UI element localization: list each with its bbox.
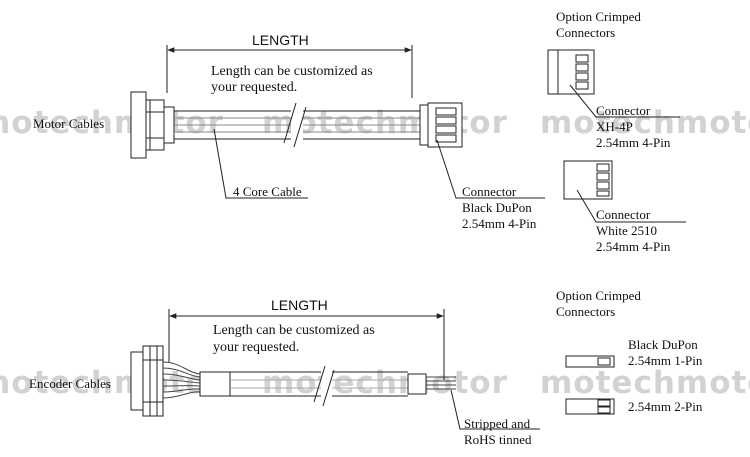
motor-core-label: 4 Core Cable [233, 184, 302, 199]
encoder-cable-label: Encoder Cables [29, 376, 111, 391]
watermark-text: motechmotor [0, 365, 224, 401]
encoder-option-2pin-spec: 2.54mm 2-Pin [628, 399, 703, 414]
encoder-cable-body [199, 365, 427, 407]
motor-option-a-type: XH-4P [596, 119, 633, 134]
motor-length-note: Length can be customized as [211, 64, 373, 79]
encoder-option-1pin-spec: 2.54mm 1-Pin [628, 353, 703, 368]
motor-options-title: Connectors [556, 25, 615, 40]
encoder-end-label: Stripped and [464, 416, 531, 431]
motor-connector-spec: 2.54mm 4-Pin [462, 216, 537, 231]
watermark-group: motechmotor motechmotor motechmotor mote… [0, 105, 750, 401]
encoder-cable-assembly [130, 309, 540, 430]
motor-length-note: your requested. [211, 80, 297, 95]
encoder-end-leader [450, 389, 540, 430]
motor-cable-assembly [130, 45, 545, 199]
motor-connector-title: Connector [462, 184, 517, 199]
motor-options-title: Option Crimped [556, 9, 641, 24]
motor-connector-type: Black DuPon [462, 200, 532, 215]
watermark-text: motechmotor [540, 365, 750, 401]
motor-option-b-type: White 2510 [596, 223, 657, 238]
encoder-fanout-wires [162, 361, 201, 399]
encoder-option-1pin-connector [565, 355, 615, 368]
encoder-length-label: LENGTH [271, 297, 328, 313]
motor-length-label: LENGTH [252, 32, 309, 48]
motor-right-connector [419, 102, 463, 148]
motor-cable-label: Motor Cables [33, 116, 104, 131]
encoder-option-2pin-connector [565, 398, 615, 415]
encoder-option-type: Black DuPon [628, 337, 698, 352]
motor-option-a-title: Connector [596, 103, 651, 118]
encoder-stripped-ends [426, 376, 456, 390]
encoder-length-note: your requested. [213, 340, 299, 355]
encoder-length-note: Length can be customized as [213, 323, 375, 338]
motor-cable-body [174, 102, 420, 148]
encoder-left-connector [130, 345, 164, 417]
motor-left-connector [130, 91, 175, 159]
watermark-text: motechmotor [540, 105, 750, 141]
motor-option-2510-connector [563, 160, 686, 223]
encoder-end-label: RoHS tinned [464, 432, 532, 447]
motor-option-b-spec: 2.54mm 4-Pin [596, 239, 671, 254]
motor-option-a-spec: 2.54mm 4-Pin [596, 135, 671, 150]
encoder-options-title: Option Crimped [556, 288, 641, 303]
motor-core-leader [213, 128, 308, 199]
encoder-options-title: Connectors [556, 304, 615, 319]
motor-connector-leader [436, 139, 545, 199]
motor-option-b-title: Connector [596, 207, 651, 222]
watermark-text: motechmotor [262, 365, 508, 401]
motor-option-xh-connector [547, 49, 680, 118]
